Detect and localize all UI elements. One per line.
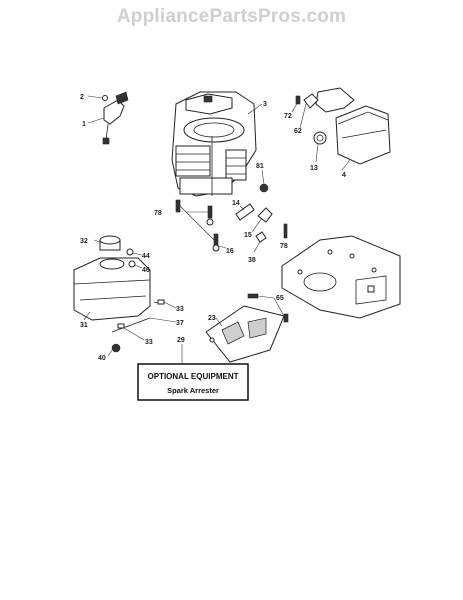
callout-2: 2 [80,94,84,101]
callout-23: 23 [208,315,216,322]
fuel-fittings[interactable] [235,183,288,243]
callout-13: 13 [310,165,318,172]
callout-33-lower: 33 [145,339,153,346]
callout-4: 4 [342,172,346,179]
callout-labels: 2 1 3 72 62 13 4 81 78 14 15 78 16 38 32… [80,94,346,362]
watermark: AppliancePartsPros.com [116,6,347,27]
muffler[interactable] [295,87,391,165]
callout-44: 44 [142,253,150,260]
callout-72: 72 [284,113,292,120]
callout-65: 65 [276,295,284,302]
spark-arrester[interactable] [205,293,289,363]
callout-46: 46 [142,267,150,274]
optional-equipment-subtitle: Spark Arrester [167,386,219,395]
callout-32: 32 [80,238,88,245]
optional-equipment-title: OPTIONAL EQUIPMENT [148,372,239,381]
callout-15: 15 [244,232,252,239]
callout-78-right: 78 [280,243,288,250]
callout-37: 37 [176,320,184,327]
callout-38: 38 [248,257,256,264]
engine[interactable] [171,91,257,197]
callout-33-upper: 33 [176,306,184,313]
callout-1: 1 [82,121,86,128]
callout-14: 14 [232,200,240,207]
callout-81: 81 [256,163,264,170]
callout-31: 31 [80,322,88,329]
callout-3: 3 [263,101,267,108]
callout-40: 40 [98,355,106,362]
frame-plate[interactable] [281,235,401,319]
callout-62: 62 [294,128,302,135]
fuel-line[interactable] [111,299,165,353]
callout-29: 29 [177,337,185,344]
optional-equipment-box: OPTIONAL EQUIPMENT Spark Arrester [137,363,249,401]
callout-78-left: 78 [154,210,162,217]
throttle-control[interactable] [102,91,129,145]
callout-16: 16 [226,248,234,255]
engine-mount-bolts[interactable] [175,199,220,252]
fuel-tank[interactable] [73,235,151,321]
